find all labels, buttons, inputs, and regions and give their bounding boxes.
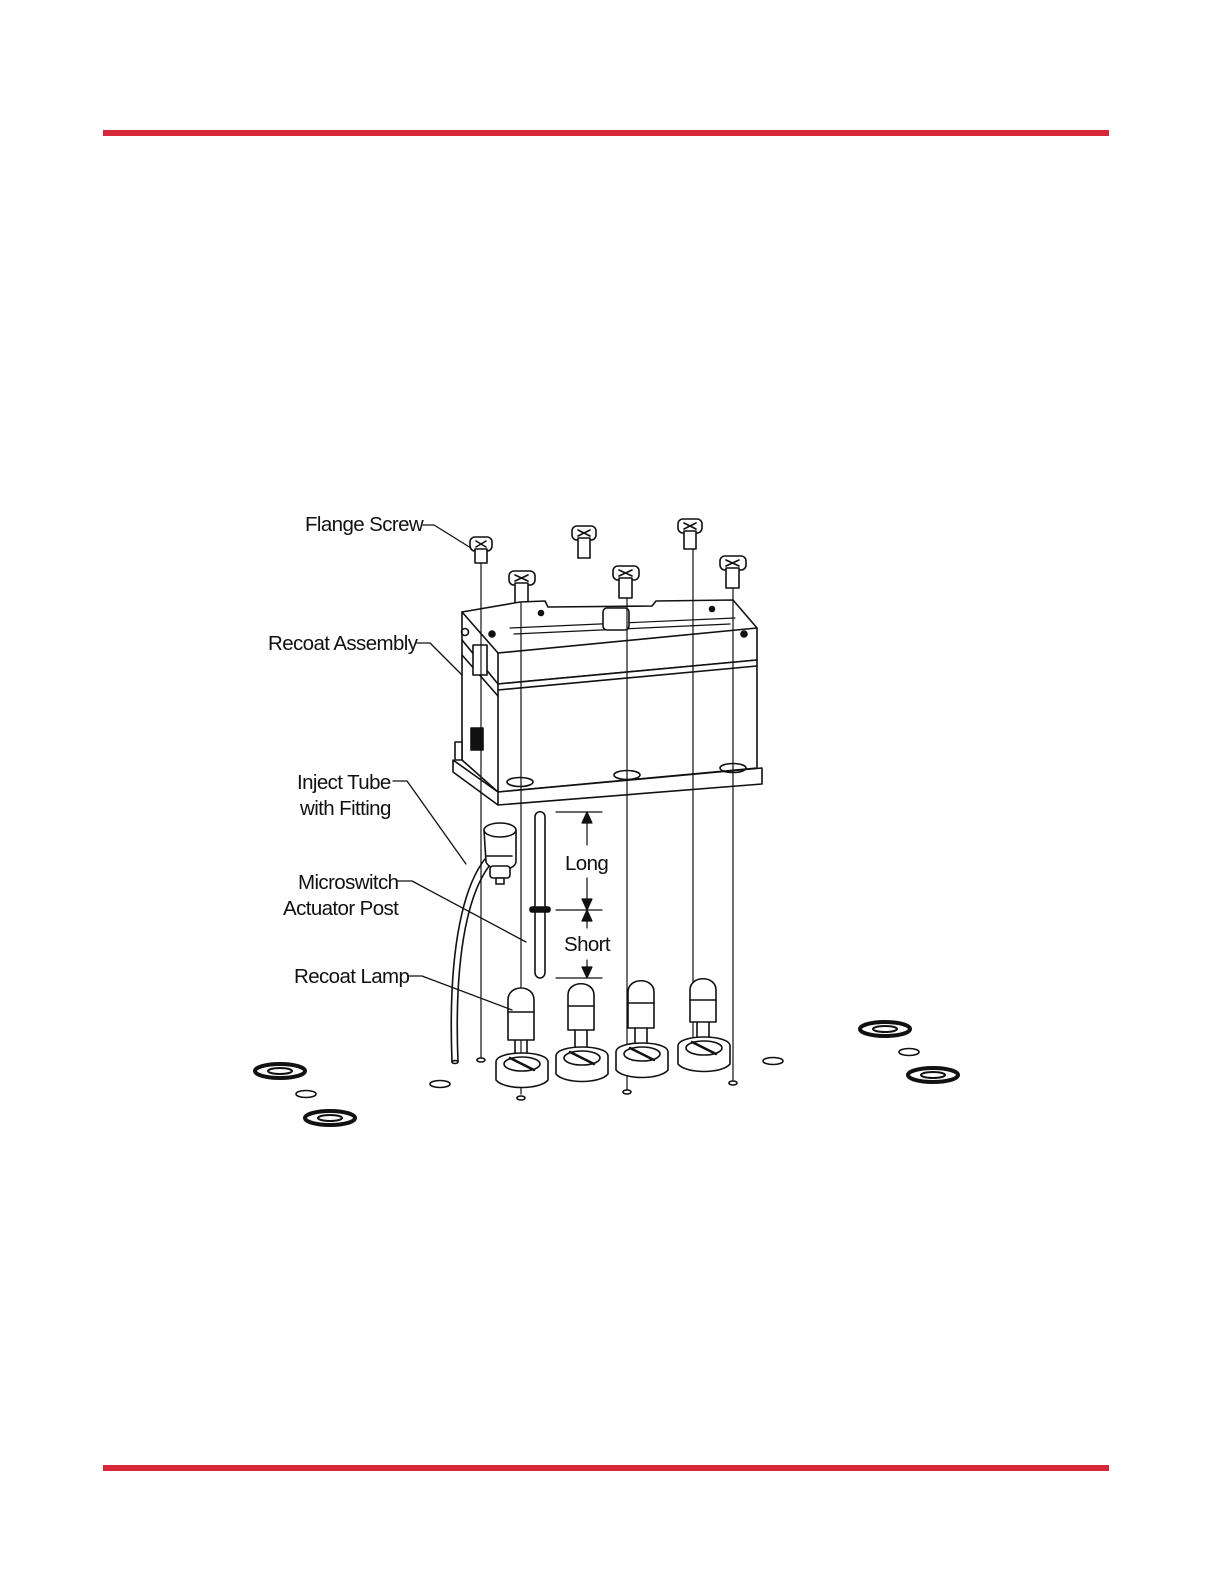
mounting-hole xyxy=(623,1090,631,1094)
washer xyxy=(305,1111,355,1125)
washer xyxy=(860,1022,910,1036)
flange-screw xyxy=(470,537,492,563)
washer xyxy=(908,1068,958,1082)
callout-flange-screw: Flange Screw xyxy=(305,513,424,536)
o-ring xyxy=(899,1049,919,1056)
flange-screw xyxy=(613,566,639,598)
recoat-lamp xyxy=(496,988,548,1088)
callout-inject-tube-line2: with Fitting xyxy=(299,797,391,820)
callout-inject-tube-line1: Inject Tube xyxy=(297,771,391,794)
recoat-lamp xyxy=(616,981,668,1078)
o-ring xyxy=(296,1091,316,1098)
o-ring xyxy=(763,1058,783,1065)
callout-recoat-assembly: Recoat Assembly xyxy=(268,632,419,655)
inject-tube xyxy=(451,823,516,1064)
recoat-lamp xyxy=(556,984,608,1082)
microswitch-actuator-post xyxy=(530,812,550,978)
dimension-short-label: Short xyxy=(564,933,611,956)
mounting-hole xyxy=(477,1058,485,1062)
mounting-hole xyxy=(517,1096,525,1100)
flange-screw xyxy=(509,571,535,603)
washer xyxy=(255,1064,305,1078)
mounting-hole xyxy=(729,1081,737,1085)
callout-microswitch-line1: Microswitch xyxy=(298,871,399,894)
recoat-lamp xyxy=(678,979,730,1072)
recoat-assembly-body xyxy=(453,600,762,805)
o-ring xyxy=(430,1081,450,1088)
footer-rule xyxy=(103,1465,1109,1471)
flange-screw xyxy=(720,556,746,588)
callout-recoat-lamp: Recoat Lamp xyxy=(294,965,410,988)
dimension-long-label: Long xyxy=(565,852,608,875)
flange-screw xyxy=(678,519,702,549)
callout-microswitch-line2: Actuator Post xyxy=(283,897,399,920)
flange-screw xyxy=(572,526,596,558)
